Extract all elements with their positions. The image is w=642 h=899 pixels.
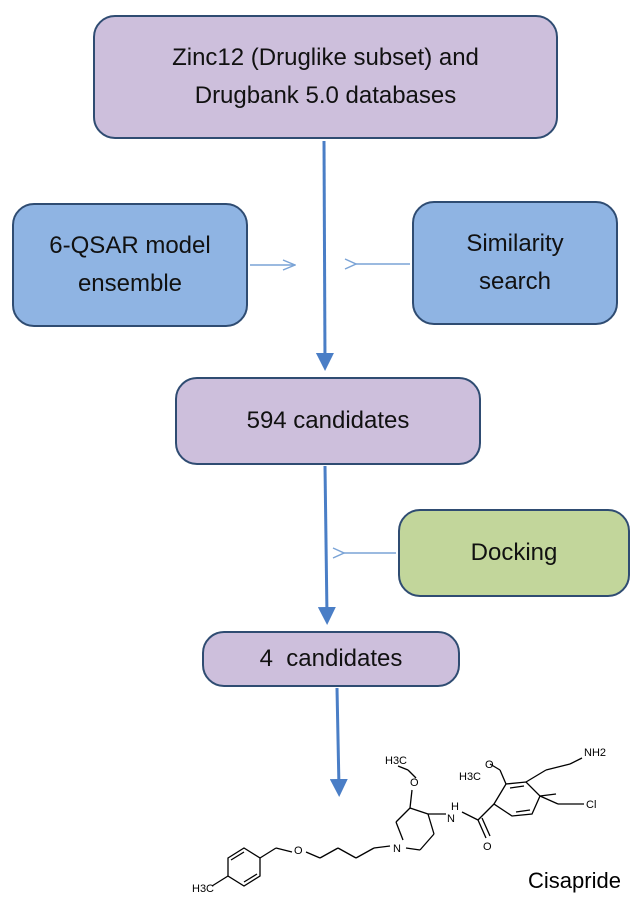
candidates-594-label: 594 candidates [246,407,410,434]
cisapride-atom-labels: H3C O H N O H3C O NH2 Cl N O H3C [192,747,606,895]
similarity-search-box: Similarity search [412,201,618,325]
qsar-line-2: ensemble [77,270,183,297]
arrow-594-to-4 [317,465,336,625]
candidates-594-box: 594 candidates [175,377,481,465]
atom-h3c-mid: H3C [459,771,481,783]
source-line-1: Zinc12 (Druglike subset) and [172,44,479,71]
similarity-line-1: Similarity [466,230,564,257]
candidates-4-box: 4 candidates [202,631,460,687]
source-databases-box: Zinc12 (Druglike subset) and Drugbank 5.… [93,15,558,139]
arrow-4-to-molecule [329,687,348,797]
molecule-name: Cisapride [528,868,621,893]
atom-o-ether: O [294,845,303,857]
atom-nh: H [451,801,459,813]
source-line-2: Drugbank 5.0 databases [194,82,457,109]
candidates-4-label: 4 candidates [259,645,403,672]
docking-label: Docking [470,539,558,566]
atom-o-mid: O [485,759,494,771]
atom-n-amide: N [447,813,455,825]
atom-h3c-bottom: H3C [192,883,214,895]
cisapride-substituent-bonds [545,757,584,805]
atom-nh2: NH2 [584,747,606,759]
docking-box: Docking [398,509,630,597]
arrow-source-to-594 [315,140,334,371]
atom-o-carbonyl: O [483,841,492,853]
atom-cl: Cl [586,799,596,811]
atom-h3c-top: H3C [385,755,407,767]
atom-o-top: O [410,777,419,789]
atom-n-ring: N [393,843,401,855]
qsar-ensemble-box: 6-QSAR model ensemble [12,203,248,327]
cisapride-structure [211,763,559,887]
similarity-line-2: search [478,268,552,295]
qsar-line-1: 6-QSAR model [49,232,211,259]
